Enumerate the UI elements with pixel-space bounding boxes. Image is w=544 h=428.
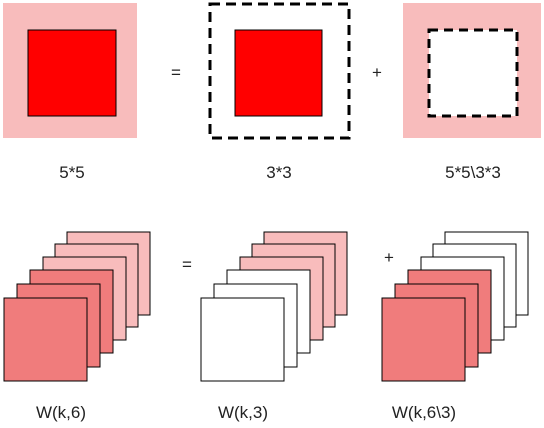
- equals-sign-bottom: =: [182, 255, 192, 274]
- kernel-3x3-inner: [234, 29, 323, 117]
- stack-rest-label: W(k,6\3): [392, 403, 456, 422]
- stack-rest: [381, 231, 529, 382]
- stack-full: [3, 231, 151, 382]
- stack-full-card-1: [3, 297, 88, 382]
- stack-first-label: W(k,3): [218, 403, 268, 422]
- kernel-ring-label: 5*5\3*3: [445, 163, 501, 182]
- kernel-3x3-label: 3*3: [266, 163, 292, 182]
- kernel-3x3-dashed-border: [208, 2, 351, 140]
- stack-rest-card-1: [381, 297, 466, 382]
- kernel-5x5: [3, 3, 137, 138]
- kernel-5x5-inner: [27, 29, 117, 117]
- plus-sign-bottom: +: [384, 248, 394, 267]
- kernel-5x5-label: 5*5: [59, 163, 85, 182]
- equals-sign-top: =: [171, 63, 181, 82]
- stack-first-card-1: [200, 297, 285, 382]
- stack-first: [200, 231, 348, 382]
- kernel-ring-hole: [427, 28, 519, 118]
- plus-sign-top: +: [372, 63, 382, 82]
- stack-full-label: W(k,6): [36, 403, 86, 422]
- kernel-3x3: [208, 2, 351, 140]
- kernel-ring: [403, 3, 541, 138]
